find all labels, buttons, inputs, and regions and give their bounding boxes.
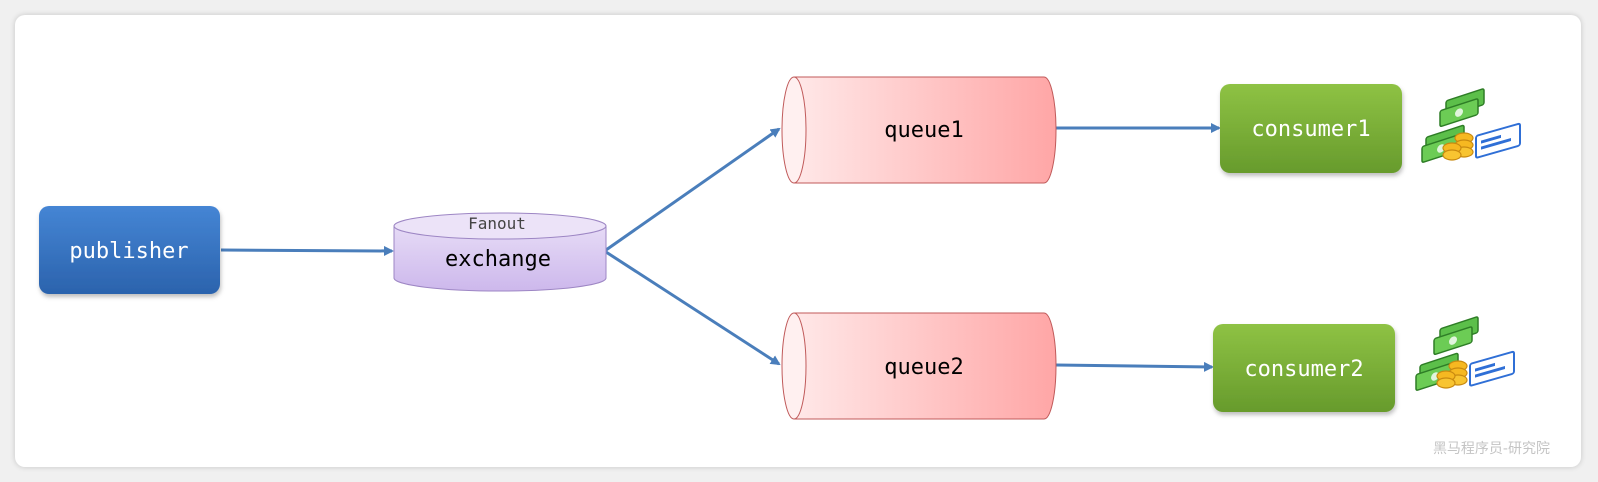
consumer1-label: consumer1 bbox=[1251, 117, 1370, 142]
queue1-node[interactable]: queue1 bbox=[781, 76, 1057, 184]
consumer1-node[interactable]: consumer1 bbox=[1220, 84, 1402, 173]
edge-queue2-consumer2 bbox=[1055, 361, 1214, 372]
edges bbox=[220, 123, 1221, 372]
edge-exchange-queue2 bbox=[605, 250, 781, 366]
queue2-label: queue2 bbox=[884, 355, 963, 380]
exchange-node[interactable]: Fanout exchange bbox=[393, 212, 607, 292]
publisher-label: publisher bbox=[69, 239, 188, 264]
money-icon bbox=[1421, 88, 1521, 163]
consumer2-node[interactable]: consumer2 bbox=[1213, 324, 1395, 412]
edge-publisher-exchange bbox=[220, 245, 394, 256]
queue2-node[interactable]: queue2 bbox=[781, 312, 1057, 420]
exchange-type-label: Fanout bbox=[468, 214, 526, 233]
exchange-label: exchange bbox=[445, 247, 551, 272]
queue1-label: queue1 bbox=[884, 118, 963, 143]
consumer2-label: consumer2 bbox=[1244, 357, 1363, 382]
publisher-node[interactable]: publisher bbox=[39, 206, 220, 294]
watermark-text: 黑马程序员-研究院 bbox=[1433, 441, 1550, 457]
money-icon bbox=[1415, 316, 1515, 391]
edge-exchange-queue1 bbox=[605, 127, 781, 252]
